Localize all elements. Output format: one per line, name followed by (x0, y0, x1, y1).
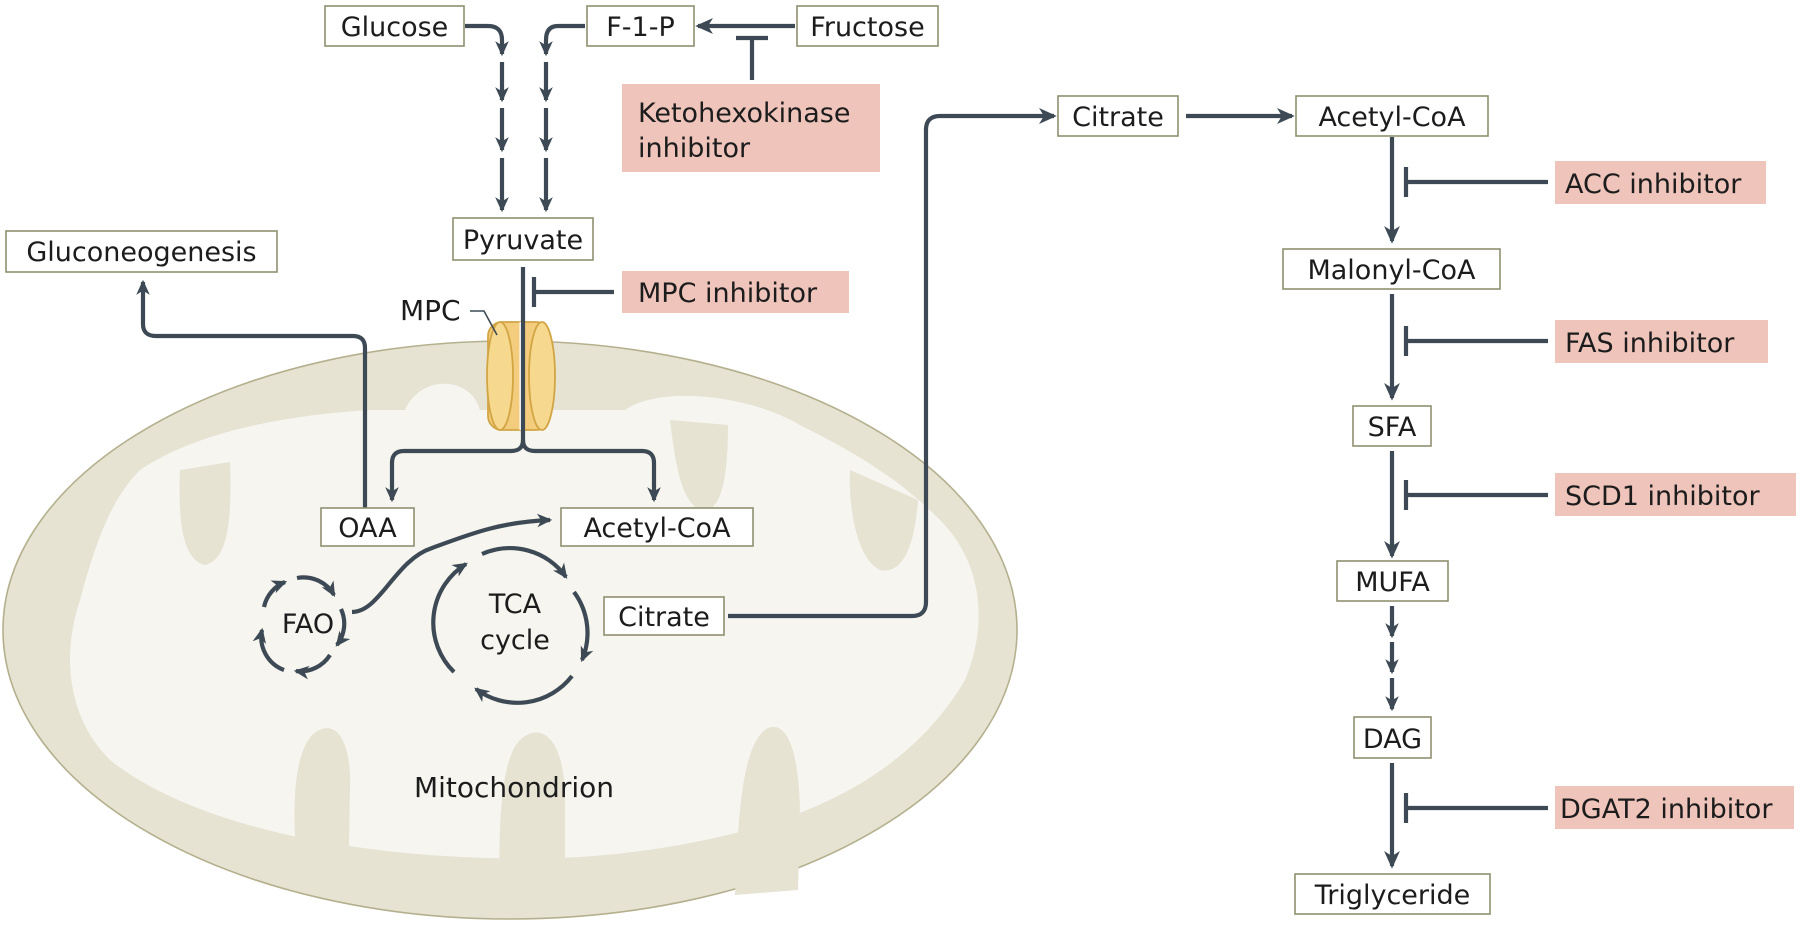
svg-text:inhibitor: inhibitor (638, 133, 751, 164)
tca-cycle-arc-3 (572, 590, 594, 663)
tca-cycle-arc-2 (481, 546, 568, 579)
svg-text:F-1-P: F-1-P (606, 12, 674, 43)
fao-to-acetylcoa-arrow (351, 513, 553, 615)
inhibitor-dgat2: DGAT2 inhibitor (1555, 786, 1794, 829)
mitochondrion-cristae-matrix (70, 383, 979, 859)
oaa-to-gluconeogenesis-arrow (136, 279, 368, 508)
mpc-channel (486, 321, 556, 431)
node-triglyceride: Triglyceride (1294, 873, 1491, 915)
mpc-label: MPC (400, 294, 461, 327)
tca-cycle-arc-4 (474, 674, 574, 705)
fao-cycle-arc-1 (261, 580, 288, 608)
fao-cycle-arc-2 (296, 575, 336, 597)
mitochondrion-label: Mitochondrion (414, 771, 614, 804)
cristae-folds (179, 420, 918, 905)
svg-text:FAS inhibitor: FAS inhibitor (1565, 328, 1735, 359)
svg-text:OAA: OAA (338, 513, 397, 544)
inhibitor-mpc: MPC inhibitor (622, 271, 849, 313)
svg-text:Malonyl-CoA: Malonyl-CoA (1307, 255, 1476, 286)
node-glucose: Glucose (324, 5, 465, 47)
node-oaa: OAA (320, 507, 415, 547)
svg-text:Gluconeogenesis: Gluconeogenesis (26, 237, 256, 268)
node-fructose: Fructose (796, 5, 939, 47)
node-gluconeogenesis: Gluconeogenesis (5, 230, 278, 273)
fao-cycle-arc-3 (335, 608, 351, 647)
node-mito-acetyl-coa: Acetyl-CoA (560, 507, 754, 547)
inhibitor-acc: ACC inhibitor (1555, 161, 1766, 204)
svg-text:SCD1 inhibitor: SCD1 inhibitor (1565, 481, 1761, 512)
citrate-export-arrow (728, 108, 1057, 619)
svg-text:Pyruvate: Pyruvate (463, 225, 583, 256)
node-citrate: Citrate (1057, 95, 1179, 137)
svg-text:Triglyceride: Triglyceride (1314, 880, 1471, 911)
inhibitor-fas: FAS inhibitor (1555, 320, 1768, 363)
node-f1p: F-1-P (586, 5, 695, 47)
mitochondrion: Mitochondrion (2, 340, 1018, 920)
svg-text:Citrate: Citrate (618, 602, 710, 633)
node-mufa: MUFA (1336, 560, 1449, 602)
fao-label: FAO (282, 609, 334, 640)
tca-label-line2: cycle (480, 625, 550, 656)
svg-text:MPC inhibitor: MPC inhibitor (638, 278, 818, 309)
node-acetyl-coa: Acetyl-CoA (1295, 95, 1489, 137)
svg-text:Fructose: Fructose (810, 12, 924, 43)
svg-text:Ketohexokinase: Ketohexokinase (638, 98, 850, 129)
svg-text:DAG: DAG (1363, 724, 1422, 755)
f1p-curve-arrow (539, 23, 585, 57)
pathway-arrows (136, 18, 1548, 869)
svg-text:MUFA: MUFA (1355, 567, 1430, 598)
fao-cycle-arc-5 (252, 627, 285, 672)
node-pyruvate: Pyruvate (452, 217, 594, 261)
pyruvate-to-acetylcoa-arrow (520, 439, 661, 503)
fao-cycle-arc-4 (293, 653, 332, 680)
inhibitor-ketohexokinase: Ketohexokinase inhibitor (622, 84, 880, 172)
inhibitor-scd1: SCD1 inhibitor (1555, 473, 1796, 516)
svg-text:Glucose: Glucose (341, 12, 449, 43)
glucose-curve-arrow (465, 23, 509, 57)
mpc-leader-line (470, 310, 498, 336)
node-malonyl-coa: Malonyl-CoA (1282, 248, 1501, 290)
tca-cycle-arc-1 (431, 562, 468, 674)
svg-text:Acetyl-CoA: Acetyl-CoA (1318, 102, 1466, 133)
svg-text:ACC inhibitor: ACC inhibitor (1565, 169, 1742, 200)
tca-label-line1: TCA (488, 589, 542, 620)
svg-text:Acetyl-CoA: Acetyl-CoA (583, 513, 731, 544)
svg-text:DGAT2 inhibitor: DGAT2 inhibitor (1560, 794, 1773, 825)
node-sfa: SFA (1352, 405, 1432, 447)
svg-text:Citrate: Citrate (1072, 102, 1164, 133)
node-mito-citrate: Citrate (603, 596, 725, 636)
node-dag: DAG (1353, 716, 1432, 759)
svg-text:SFA: SFA (1368, 412, 1417, 443)
